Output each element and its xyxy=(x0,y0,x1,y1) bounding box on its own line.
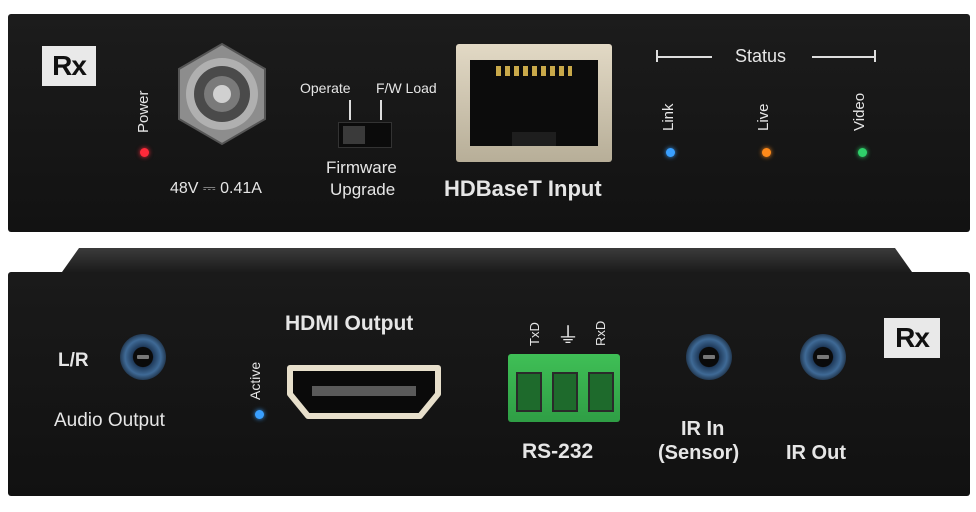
active-led xyxy=(255,410,264,419)
status-line-left xyxy=(656,56,712,58)
audio-channel-label: L/R xyxy=(58,350,89,371)
hdmi-output-port[interactable] xyxy=(286,364,442,420)
ir-out-jack[interactable] xyxy=(800,334,846,380)
ir-in-jack[interactable] xyxy=(686,334,732,380)
rear-panel xyxy=(8,272,970,496)
rear-chassis-top xyxy=(62,248,912,272)
status-led-video xyxy=(858,148,867,157)
hdbaset-input-label: HDBaseT Input xyxy=(444,176,602,201)
switch-tick-left xyxy=(349,100,351,120)
audio-output-jack[interactable] xyxy=(120,334,166,380)
switch-slider[interactable] xyxy=(343,126,365,144)
rx-logo-rear: Rx xyxy=(884,318,940,358)
firmware-switch[interactable] xyxy=(338,122,392,148)
power-rating: 48V ⎓ 0.41A xyxy=(170,180,262,197)
power-led xyxy=(140,148,149,157)
rs232-caption: RS-232 xyxy=(522,440,594,463)
status-heading: Status xyxy=(735,46,787,66)
rs232-screw-3[interactable] xyxy=(588,372,614,412)
rs232-screw-1[interactable] xyxy=(516,372,542,412)
switch-caption-2: Upgrade xyxy=(330,180,396,199)
switch-tick-right xyxy=(380,100,382,120)
hdmi-output-label: HDMI Output xyxy=(285,312,414,335)
rs232-pin-rxd: RxD xyxy=(593,320,608,346)
ir-out-label: IR Out xyxy=(786,442,846,464)
status-label-link: Link xyxy=(660,103,677,131)
dc-power-connector[interactable] xyxy=(170,42,274,146)
status-bracket-right xyxy=(874,50,876,62)
rx-logo-front: Rx xyxy=(42,46,96,86)
active-label: Active xyxy=(247,361,263,400)
status-label-live: Live xyxy=(755,103,772,131)
rs232-pin-ground: ⏚ xyxy=(557,323,580,348)
switch-fwload-label: F/W Load xyxy=(376,80,437,96)
switch-caption-1: Firmware xyxy=(326,158,397,177)
status-label-video: Video xyxy=(851,92,868,131)
ir-in-label: IR In xyxy=(681,418,725,440)
rs232-pin-txd: TxD xyxy=(527,322,542,346)
hdbaset-rj45-port[interactable] xyxy=(456,44,612,162)
audio-output-caption: Audio Output xyxy=(54,410,165,431)
switch-operate-label: Operate xyxy=(300,80,351,96)
rs232-terminal-block[interactable] xyxy=(508,354,620,422)
rs232-screw-2[interactable] xyxy=(552,372,578,412)
status-led-live xyxy=(762,148,771,157)
status-led-link xyxy=(666,148,675,157)
ir-in-sensor-label: (Sensor) xyxy=(658,442,740,464)
status-line-right xyxy=(812,56,876,58)
power-label: Power xyxy=(135,90,152,133)
